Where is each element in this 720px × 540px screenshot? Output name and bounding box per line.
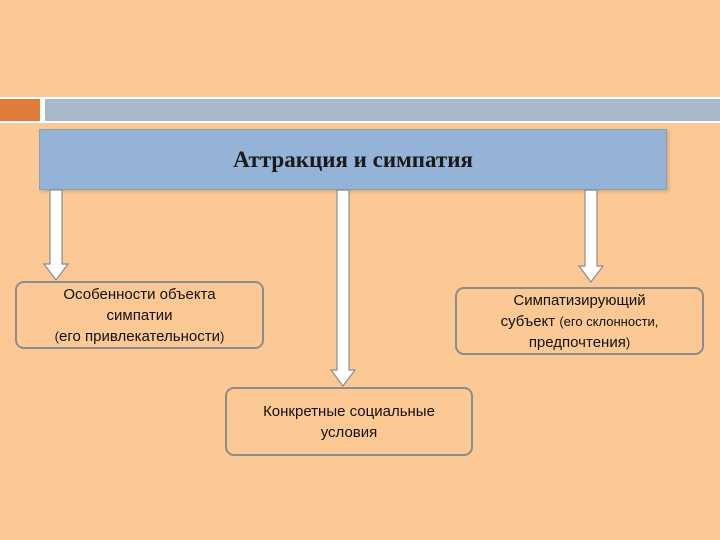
node-social-conditions-text: Конкретные социальные условия [263, 401, 435, 443]
node-right-line-2: субъект (его склонности, [501, 311, 659, 332]
node-sympathizing-subject-text: Симпатизирующий субъект (его склонности,… [501, 290, 659, 353]
node-right-line-2-main: субъект [500, 312, 560, 330]
node-sympathizing-subject: Симпатизирующий субъект (его склонности,… [455, 287, 704, 355]
band-line-top [0, 97, 720, 99]
node-left-line-3: (его привлекательности) [55, 326, 225, 347]
node-center-line-1: Конкретные социальные [263, 402, 435, 420]
band-gap [40, 99, 45, 121]
decorative-top-band [0, 97, 720, 123]
diagram-title: Аттракция и симпатия [233, 146, 473, 172]
node-right-line-1: Симпатизирующий [513, 291, 646, 309]
node-object-features: Особенности объекта симпатии (его привле… [15, 281, 264, 349]
node-left-line-2: симпатии [106, 306, 173, 324]
node-right-line-3: предпочтения) [501, 332, 659, 353]
node-object-features-text: Особенности объекта симпатии (его привле… [55, 284, 225, 347]
node-left-paren-open: ( [54, 328, 60, 344]
node-left-line-3-main: его привлекательности [59, 327, 220, 345]
arrow-to-center-node [329, 189, 357, 387]
band-line-bottom [0, 121, 720, 123]
band-blue-bar [45, 99, 720, 121]
node-right-line-3-small: ) [625, 334, 631, 350]
node-right-line-2-small: (его склонности, [559, 313, 659, 329]
arrow-to-right-node [577, 189, 605, 283]
arrow-to-left-node [42, 189, 70, 281]
diagram-title-box: Аттракция и симпатия [39, 129, 667, 190]
node-left-paren-close: ) [219, 328, 225, 344]
node-social-conditions: Конкретные социальные условия [225, 387, 473, 456]
node-right-line-3-main: предпочтения [528, 333, 626, 351]
node-left-line-1: Особенности объекта [63, 285, 216, 303]
band-accent-block [0, 99, 40, 121]
node-center-line-2: условия [320, 423, 378, 441]
